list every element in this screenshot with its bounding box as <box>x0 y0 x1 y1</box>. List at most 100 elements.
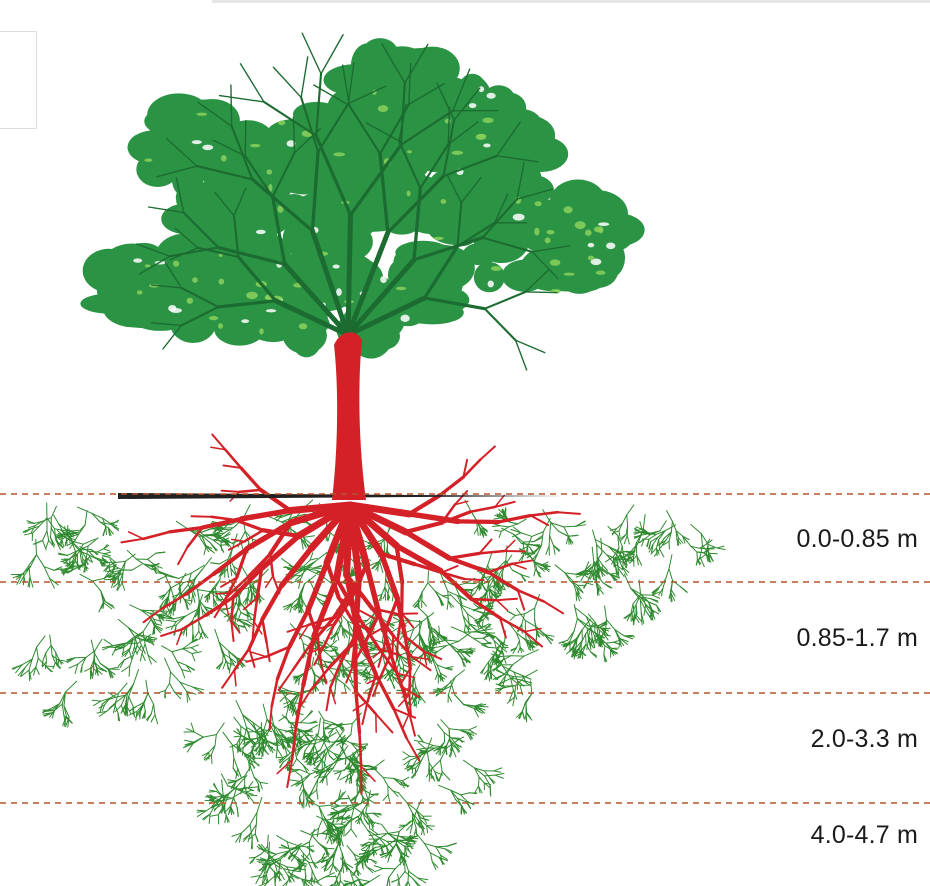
fine-root <box>260 782 267 783</box>
fine-root <box>518 519 527 524</box>
fine-root <box>593 530 597 545</box>
leaf-highlight <box>564 206 573 213</box>
fine-root <box>192 652 201 654</box>
fine-root <box>133 670 138 685</box>
fine-root <box>73 562 74 569</box>
fine-root <box>210 543 216 551</box>
fine-root <box>388 786 393 791</box>
fine-root <box>392 674 393 681</box>
fine-root <box>469 793 476 794</box>
fine-root <box>430 773 435 781</box>
fine-root <box>447 601 448 609</box>
fine-root <box>442 772 450 780</box>
fine-root <box>256 812 257 824</box>
fine-root <box>341 724 352 725</box>
fine-root <box>324 720 332 723</box>
fine-root <box>97 552 104 554</box>
fine-root <box>312 833 322 835</box>
fine-root <box>154 704 155 715</box>
fine-root <box>477 528 478 535</box>
fine-root <box>451 627 463 632</box>
fine-root <box>305 743 315 744</box>
fine-root <box>340 871 341 881</box>
fine-root <box>136 559 144 564</box>
fine-root <box>520 641 521 648</box>
fine-root <box>455 670 464 677</box>
fine-root <box>148 553 156 559</box>
fine-root <box>129 666 130 676</box>
fine-root <box>194 737 204 742</box>
fine-root <box>32 647 36 659</box>
fine-root <box>222 780 223 795</box>
fine-root <box>432 760 441 769</box>
fine-root <box>293 759 297 765</box>
fine-root <box>112 648 116 655</box>
fine-root <box>414 665 420 676</box>
fine-root <box>622 515 626 524</box>
fine-root <box>36 555 44 567</box>
fine-root <box>428 571 429 583</box>
fine-root <box>276 749 277 758</box>
fine-root <box>440 760 442 772</box>
leaf-highlight <box>535 201 542 206</box>
leaf-highlight <box>588 256 594 261</box>
fine-root <box>525 670 538 677</box>
leaf-highlight <box>333 152 345 156</box>
fine-root <box>423 742 433 745</box>
branch <box>526 292 558 293</box>
fine-root <box>518 647 520 652</box>
fine-root <box>85 511 87 525</box>
fine-root <box>122 583 125 591</box>
fine-root <box>213 580 220 589</box>
fine-root <box>300 723 309 724</box>
fine-root <box>469 727 476 730</box>
branch <box>301 57 308 98</box>
fine-root <box>309 862 313 870</box>
leaf-highlight <box>266 309 277 312</box>
leaf-highlight <box>137 290 143 294</box>
fine-root <box>255 834 258 842</box>
fine-root <box>403 756 410 760</box>
fine-root <box>691 525 702 534</box>
fine-root <box>627 505 634 515</box>
fine-root <box>592 547 594 561</box>
fine-root <box>388 795 390 802</box>
branch <box>348 215 350 335</box>
leaf-highlight <box>145 264 151 267</box>
fine-root <box>382 587 385 594</box>
fine-root <box>335 818 343 819</box>
leaf-highlight <box>144 158 152 161</box>
fine-root <box>669 569 673 581</box>
fine-root <box>488 553 492 565</box>
fine-root <box>165 683 169 690</box>
fine-root <box>435 674 437 680</box>
fine-root <box>148 693 154 704</box>
fine-root <box>555 565 565 573</box>
fine-root <box>155 715 158 724</box>
fine-root <box>603 583 612 588</box>
fine-root <box>417 800 422 811</box>
fine-root <box>197 590 210 592</box>
fine-root <box>46 653 47 661</box>
fine-root <box>97 549 104 552</box>
fine-root <box>277 836 288 842</box>
fine-root <box>307 846 314 847</box>
fine-root <box>383 795 388 801</box>
leaf-highlight <box>202 145 213 150</box>
leaf-highlight <box>259 328 264 334</box>
fine-root <box>319 819 323 829</box>
fine-root <box>574 605 577 619</box>
fine-root <box>442 595 450 596</box>
leaf-highlight <box>483 144 490 148</box>
fine-root <box>542 532 544 545</box>
fine-root <box>474 638 483 644</box>
fine-root <box>67 539 68 545</box>
fine-root <box>182 670 185 678</box>
fine-root <box>140 653 142 661</box>
branch <box>302 33 321 74</box>
fine-root <box>444 733 451 738</box>
fine-root <box>513 656 525 665</box>
fine-root <box>118 619 128 627</box>
fine-root <box>258 784 259 792</box>
fine-root <box>441 720 449 729</box>
